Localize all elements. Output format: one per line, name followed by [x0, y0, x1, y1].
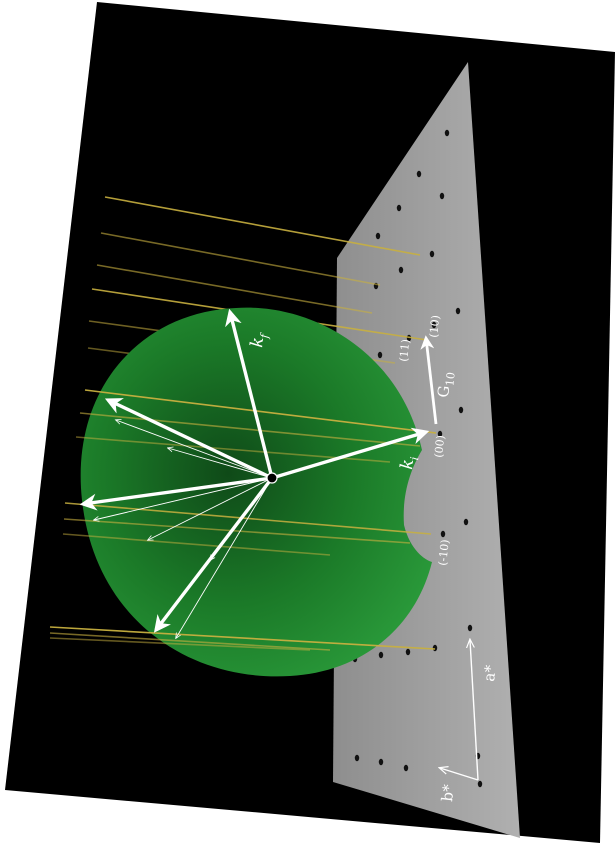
g10-vector [420, 335, 438, 425]
label-a-star: a* [480, 664, 500, 683]
lattice-rods-front [49, 389, 437, 651]
svg-text:f: f [258, 332, 272, 340]
label-minus-10: (-10) [436, 539, 452, 567]
k-final-vector [225, 308, 274, 479]
label-b-star: b* [438, 783, 458, 802]
sphere-center-point [266, 472, 278, 484]
svg-text:i: i [408, 456, 421, 461]
thick-vectors [79, 308, 438, 633]
svg-text:k: k [397, 458, 418, 470]
label-10: (10) [427, 314, 442, 338]
svg-text:k: k [247, 336, 268, 348]
label-k-i: k i [397, 456, 421, 471]
label-k-f: k f [247, 332, 272, 349]
a-star-arrow [470, 640, 479, 781]
svg-text:10: 10 [443, 372, 457, 387]
scattered-vector-3 [153, 476, 274, 633]
svg-text:G: G [434, 385, 453, 399]
scattered-vector-1 [104, 398, 273, 480]
k-incident-vector [271, 427, 430, 480]
label-origin: (00) [432, 434, 447, 458]
basis-axes [440, 640, 479, 781]
label-g10: G 10 [434, 372, 458, 399]
b-star-arrow [440, 768, 479, 781]
scattered-vector-2 [79, 476, 273, 511]
label-11: (11) [397, 338, 412, 362]
